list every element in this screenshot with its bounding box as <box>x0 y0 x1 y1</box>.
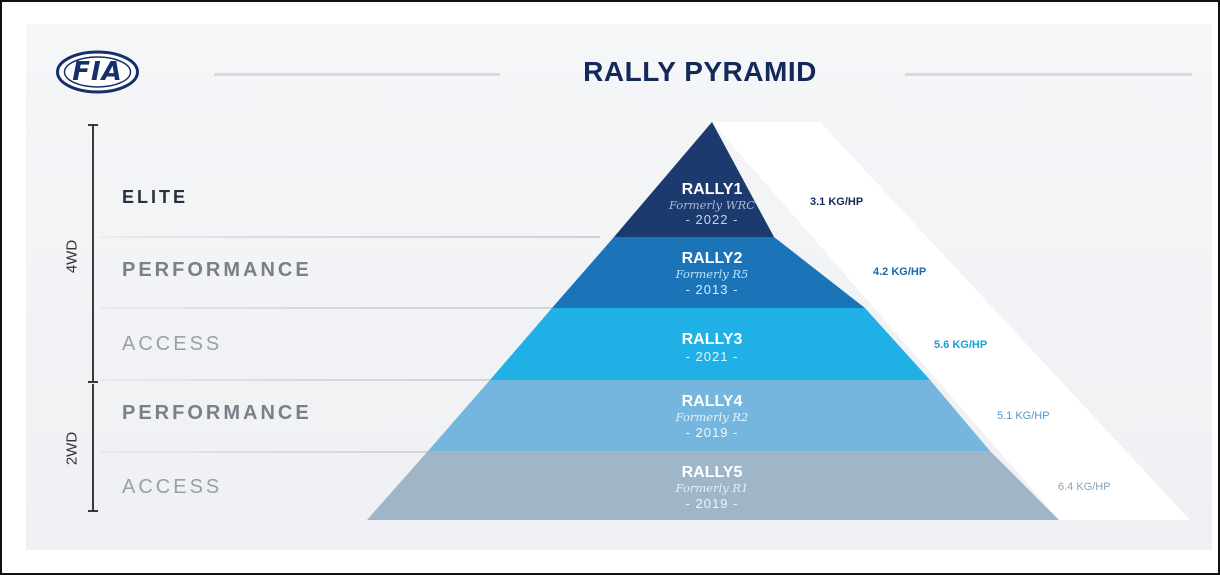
pyramid-tier-rally4 <box>428 380 990 451</box>
2wd-bracket-line <box>92 384 94 512</box>
header-rule-left <box>214 73 500 76</box>
pyramid-tier-rally1 <box>614 122 774 237</box>
pyramid-tier-rally3 <box>490 308 930 380</box>
class-name-rally2: RALLY2 <box>681 250 743 267</box>
fia-logo-text: FIA <box>72 57 123 87</box>
class-former-rally4: Formerly R2 <box>675 410 749 424</box>
pyramid-tier-rally5 <box>367 451 1059 520</box>
class-former-rally1: Formerly WRC <box>668 198 756 212</box>
power-to-weight-rally5: 6.4 KG/HP <box>1058 481 1111 493</box>
pyramid-shadow-face <box>712 122 1190 520</box>
4wd-bracket-top <box>88 124 98 126</box>
tier-label-performance-2wd: PERFORMANCE <box>122 402 312 424</box>
class-year-rally4: - 2019 - <box>685 425 739 440</box>
tier-label-access-4wd: ACCESS <box>122 333 223 355</box>
class-year-rally3: - 2021 - <box>685 349 739 364</box>
4wd-bracket-line <box>92 124 94 382</box>
2wd-bracket-bottom <box>88 510 98 512</box>
header-rule-right <box>905 73 1192 76</box>
tier-label-elite: ELITE <box>122 187 189 207</box>
class-year-rally2: - 2013 - <box>685 282 739 297</box>
class-name-rally5: RALLY5 <box>681 464 743 481</box>
class-former-rally5: Formerly R1 <box>675 481 749 495</box>
row-separator <box>100 307 600 309</box>
class-name-rally3: RALLY3 <box>681 331 743 348</box>
fia-logo-badge-icon <box>56 50 139 94</box>
row-separator <box>100 236 600 238</box>
power-to-weight-rally3: 5.6 KG/HP <box>934 339 988 351</box>
class-name-rally4: RALLY4 <box>681 393 743 410</box>
tier-label-performance-4wd: PERFORMANCE <box>122 259 312 281</box>
bracket-divider <box>88 381 98 383</box>
pyramid-tier-rally2 <box>552 237 865 308</box>
power-to-weight-rally2: 4.2 KG/HP <box>873 266 927 278</box>
power-to-weight-rally4: 5.1 KG/HP <box>997 410 1050 422</box>
row-separator <box>100 379 600 381</box>
fia-logo: FIA <box>55 50 140 94</box>
class-former-rally2: Formerly R5 <box>675 267 749 281</box>
tier-label-access-2wd: ACCESS <box>122 476 223 498</box>
page-title: RALLY PYRAMID <box>583 56 817 87</box>
power-to-weight-rally1: 3.1 KG/HP <box>810 196 864 208</box>
class-year-rally1: - 2022 - <box>685 212 739 227</box>
row-separator <box>100 451 600 453</box>
class-year-rally5: - 2019 - <box>685 496 739 511</box>
class-name-rally1: RALLY1 <box>681 181 743 198</box>
